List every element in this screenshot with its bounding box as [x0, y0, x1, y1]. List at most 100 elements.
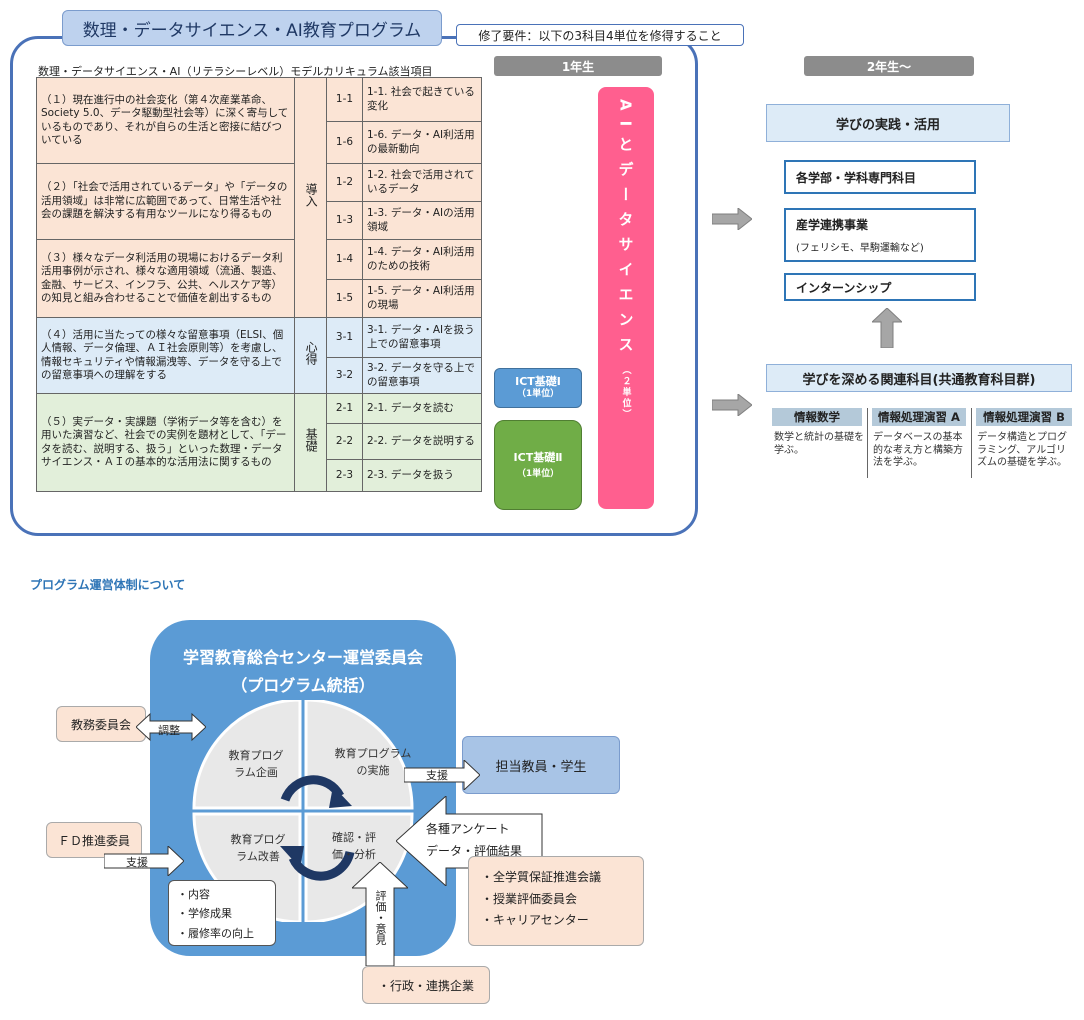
- opinion-label: 評価・意見: [374, 890, 387, 945]
- category-cell: 基礎: [294, 393, 327, 492]
- topic-cell: 1-5. データ・AI利活用の現場: [362, 279, 482, 318]
- committee-subtitle: （プログラム統括）: [231, 676, 375, 695]
- academic-committee: 教務委員会: [56, 706, 146, 742]
- internship-box: インターンシップ: [784, 273, 976, 301]
- desc-cell: （５）実データ・実課題（学術データ等を含む）を用いた演習など、社会での実例を題材…: [36, 393, 295, 492]
- table-row: （４）活用に当たっての様々な留意事項（ELSI、個人情報、データ倫理、ＡＩ社会原…: [36, 317, 482, 394]
- table-row: （１）現在進行中の社会変化（第４次産業革命、Society 5.0、データ駆動型…: [36, 77, 482, 318]
- quadrant-plan: 教育プログ ラム企画: [228, 749, 284, 779]
- table-row: （２）「社会で活用されているデータ」や「データの活用領域」は非常に広範囲であって…: [36, 163, 482, 240]
- table-row: （５）実データ・実課題（学術データ等を含む）を用いた演習など、社会での実例を題材…: [36, 393, 482, 492]
- year2-header: 2年生〜: [804, 56, 974, 76]
- desc-cell: （４）活用に当たっての様々な留意事項（ELSI、個人情報、データ倫理、ＡＩ社会原…: [36, 317, 295, 394]
- num-cell: 2-2: [326, 423, 363, 460]
- topic-cell: 1-3. データ・AIの活用領域: [362, 201, 482, 240]
- num-cell: 1-2: [326, 163, 363, 202]
- table-row: 1-5 1-5. データ・AI利活用の現場: [37, 279, 482, 318]
- subject-head-practice-b: 情報処理演習 B: [976, 408, 1072, 426]
- num-cell: 2-3: [326, 459, 363, 492]
- subject-desc: データベースの基本的な考え方と構築方法を学ぶ。: [873, 432, 963, 468]
- course-name: ICT基礎Ⅰ: [515, 375, 561, 388]
- year1-header: 1年生: [494, 56, 662, 76]
- arrow-up-icon: [352, 862, 408, 966]
- program-title: 数理・データサイエンス・AI教育プログラム: [62, 10, 442, 46]
- industry-label: 産学連携事業: [796, 218, 869, 232]
- arrow-up-icon: [872, 308, 902, 348]
- num-cell: 3-1: [326, 317, 363, 358]
- table-row: 2-2 2-2. データを説明する: [37, 423, 482, 460]
- ai-data-science-course: AIとデータサイエンス （２単位）: [598, 87, 654, 509]
- arrow-right-icon: [104, 846, 184, 876]
- curriculum-table: （１）現在進行中の社会変化（第４次産業革命、Society 5.0、データ駆動型…: [36, 77, 482, 492]
- divider: [867, 408, 868, 478]
- course-units: （1単位）: [516, 389, 560, 400]
- related-courses-box: 学びを深める関連科目(共通教育科目群): [766, 364, 1072, 392]
- num-cell: 1-6: [326, 121, 363, 164]
- desc-cell: （２）「社会で活用されているデータ」や「データの活用領域」は非常に広範囲であって…: [36, 163, 295, 240]
- teachers-students: 担当教員・学生: [462, 736, 620, 794]
- fd-committee: ＦＤ推進委員: [46, 822, 142, 858]
- support-label-fd: 支援: [126, 856, 148, 869]
- ict-basic-2-course: ICT基礎Ⅱ （1単位）: [494, 420, 582, 510]
- list-item: ・授業評価委員会: [481, 891, 578, 906]
- coordination-label: 調整: [158, 724, 180, 737]
- course-name: AIとデータサイエンス: [616, 99, 635, 362]
- num-cell: 1-1: [326, 77, 363, 122]
- subject-desc: 数学と統計の基礎を学ぶ。: [774, 432, 864, 456]
- topic-cell: 3-2. データを守る上での留意事項: [362, 357, 482, 394]
- industry-sub: (フェリシモ、早駒運輸など): [796, 243, 924, 254]
- topic-cell: 2-3. データを扱う: [362, 459, 482, 492]
- list-item: ・キャリアセンター: [481, 913, 589, 928]
- table-row: （３）様々なデータ利活用の現場におけるデータ利活用事例が示され、様々な適用領域（…: [36, 239, 482, 318]
- industry-box: 産学連携事業 (フェリシモ、早駒運輸など): [784, 208, 976, 262]
- subject-head-math: 情報数学: [772, 408, 862, 426]
- topic-cell: 2-1. データを読む: [362, 393, 482, 424]
- dept-courses-box: 各学部・学科専門科目: [784, 160, 976, 194]
- course-name: ICT基礎Ⅱ: [513, 451, 563, 464]
- course-units: （1単位）: [516, 468, 560, 479]
- topic-cell: 1-1. 社会で起きている変化: [362, 77, 482, 122]
- quadrant-act: 教育プログ ラム改善: [230, 833, 286, 863]
- topic-cell: 1-6. データ・AI利活用の最新動向: [362, 121, 482, 164]
- topic-cell: 1-2. 社会で活用されているデータ: [362, 163, 482, 202]
- num-cell: 3-2: [326, 357, 363, 394]
- arrow-right-icon: [712, 394, 752, 416]
- course-units: （２単位）: [620, 365, 631, 421]
- double-arrow-icon: [136, 712, 206, 742]
- category-cell: 心得: [294, 317, 327, 394]
- subject-head-practice-a: 情報処理演習 A: [872, 408, 966, 426]
- arrow-right-icon: [712, 208, 752, 230]
- survey-label: 各種アンケート: [426, 822, 510, 836]
- table-row: 1-3 1-3. データ・AIの活用領域: [37, 201, 482, 240]
- curriculum-caption: 数理・データサイエンス・AI（リテラシーレベル）モデルカリキュラム該当項目: [38, 65, 433, 78]
- category-cell: 導入: [294, 77, 327, 318]
- list-item: ・内容: [177, 888, 210, 901]
- arrow-right-icon: [404, 760, 480, 790]
- ict-basic-1-course: ICT基礎Ⅰ （1単位）: [494, 368, 582, 408]
- num-cell: 2-1: [326, 393, 363, 424]
- desc-cell: （３）様々なデータ利活用の現場におけるデータ利活用事例が示され、様々な適用領域（…: [36, 239, 295, 318]
- quality-assurance-box: ・全学質保証推進会議 ・授業評価委員会 ・キャリアセンター: [468, 856, 644, 946]
- government-partners: ・行政・連携企業: [362, 966, 490, 1004]
- list-item: ・履修率の向上: [177, 926, 254, 940]
- committee-title: 学習教育総合センター運営委員会: [182, 648, 423, 667]
- table-row: 2-3 2-3. データを扱う: [37, 459, 482, 492]
- table-row: 1-6 1-6. データ・AI利活用の最新動向: [37, 121, 482, 164]
- list-item: ・全学質保証推進会議: [481, 870, 602, 884]
- desc-cell: （１）現在進行中の社会変化（第４次産業革命、Society 5.0、データ駆動型…: [36, 77, 295, 164]
- topic-cell: 2-2. データを説明する: [362, 423, 482, 460]
- topic-cell: 3-1. データ・AIを扱う上での留意事項: [362, 317, 482, 358]
- evaluation-label: データ・評価結果: [426, 844, 523, 858]
- improvement-items: ・内容 ・学修成果 ・履修率の向上: [168, 880, 276, 946]
- subject-desc: データ構造とプログラミング、アルゴリズムの基礎を学ぶ。: [977, 432, 1067, 468]
- num-cell: 1-3: [326, 201, 363, 240]
- table-row: 3-2 3-2. データを守る上での留意事項: [37, 357, 482, 394]
- list-item: ・学修成果: [177, 907, 232, 921]
- divider: [971, 408, 972, 478]
- topic-cell: 1-4. データ・AI利活用のための技術: [362, 239, 482, 280]
- section-title: プログラム運営体制について: [30, 578, 186, 592]
- quadrant-do: 教育プログラム の実施: [334, 747, 412, 777]
- num-cell: 1-5: [326, 279, 363, 318]
- support-label-teachers: 支援: [426, 769, 448, 782]
- completion-requirement: 修了要件：以下の3科目4単位を修得すること: [456, 24, 744, 46]
